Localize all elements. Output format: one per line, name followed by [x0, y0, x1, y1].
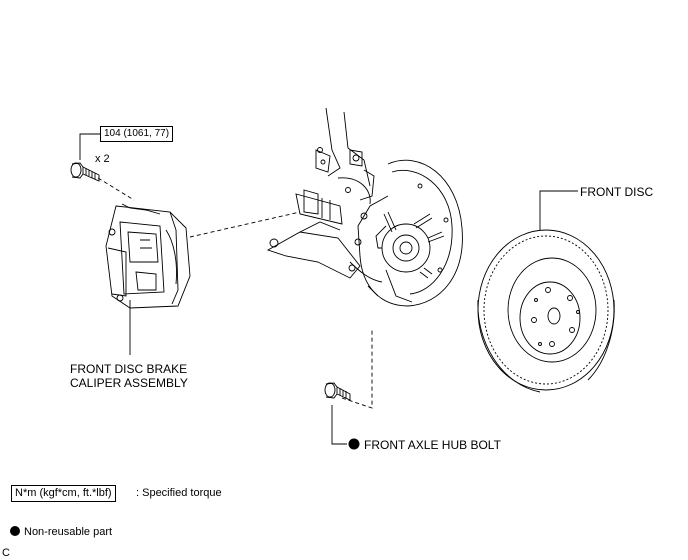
torque-legend-text: : Specified torque: [136, 487, 222, 499]
caliper-bolt: [70, 162, 100, 182]
dashed-alignment-lines: [97, 177, 373, 409]
non-reusable-legend-text: Non-reusable part: [24, 526, 113, 538]
non-reusable-legend: Non-reusable part: [10, 525, 112, 539]
caliper-label-line2: CALIPER ASSEMBLY: [70, 376, 188, 390]
hub-bolt-label: FRONT AXLE HUB BOLT: [364, 438, 501, 452]
torque-spec-box: 104 (1061, 77): [100, 126, 174, 142]
brake-disc: [477, 229, 615, 393]
hub-bolt: [324, 382, 351, 401]
front-disc-label: FRONT DISC: [580, 185, 654, 199]
caliper-label-line1: FRONT DISC BRAKE: [70, 362, 188, 376]
bolt-quantity: x 2: [95, 153, 110, 165]
torque-legend-box: N*m (kgf*cm, ft.*lbf): [11, 485, 116, 502]
bullet-dot-icon: [10, 526, 20, 536]
steering-knuckle-hub: [266, 107, 463, 307]
non-reusable-dot-icon: [348, 438, 360, 450]
leader-lines: [79, 133, 578, 445]
caliper-assembly: [105, 203, 191, 309]
corner-mark: C: [2, 547, 10, 559]
